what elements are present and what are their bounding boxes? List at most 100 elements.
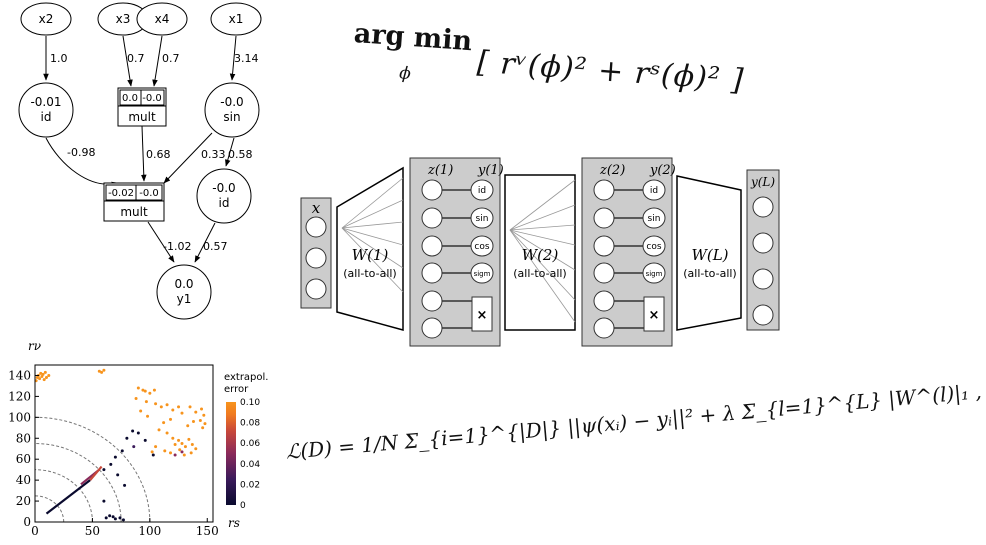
data-point [182, 453, 186, 457]
node-value: -0.01 [30, 95, 61, 109]
data-point [136, 431, 140, 435]
data-point [113, 517, 117, 521]
node-label: mult [128, 110, 156, 124]
output-neuron [752, 268, 774, 290]
output-neuron [752, 304, 774, 326]
y-tick-label: 0 [23, 515, 31, 529]
data-point [180, 411, 184, 415]
y-tick-label: 100 [8, 410, 31, 424]
colorbar-title: error [224, 384, 249, 395]
data-point [191, 420, 195, 424]
connection-line [509, 229, 576, 301]
z-label: z(2) [599, 163, 625, 178]
node-y1 [156, 264, 212, 320]
reference-arc [34, 495, 65, 523]
y-tick-label: 40 [16, 473, 31, 487]
colorbar-tick-label: 0.06 [240, 439, 260, 449]
unit-label: id [478, 186, 486, 196]
data-point [47, 373, 51, 377]
unit-sigm [642, 262, 666, 284]
colorbar-tick-label: 0.10 [240, 398, 260, 408]
y-tick-label: 60 [16, 452, 31, 466]
plot-frame [34, 364, 214, 523]
weight-label: 0.68 [146, 148, 171, 161]
data-point [38, 377, 42, 381]
data-point [152, 388, 156, 392]
data-point [102, 368, 106, 372]
node-value: -0.0 [139, 188, 159, 199]
weight-label: 0.7 [162, 52, 180, 65]
data-point [150, 450, 154, 454]
node-label: mult [120, 205, 148, 219]
edge-x4-mult [152, 35, 163, 87]
unit-label: id [650, 186, 658, 196]
connection-line [509, 179, 576, 231]
unit-label: sigm [646, 270, 663, 278]
data-point [154, 402, 158, 406]
unit-sin [642, 207, 666, 229]
data-point [148, 391, 152, 395]
data-point [171, 408, 175, 412]
colorbar-tick-label: 0.02 [240, 480, 260, 490]
z-neuron [421, 290, 443, 312]
data-point [201, 426, 205, 430]
connection-line [341, 177, 404, 229]
colorbar-tick-label: 0.08 [240, 419, 260, 429]
data-point [189, 451, 193, 455]
x-tick-label: 50 [85, 524, 100, 538]
connection-line [509, 224, 576, 231]
argmin-sub: ϕ [398, 63, 412, 85]
mult-symbol: × [477, 308, 488, 323]
data-point [43, 370, 47, 374]
input-label: x [312, 199, 321, 217]
node-value: 0.0 [122, 93, 138, 104]
edge-mult2-y1 [147, 221, 175, 263]
reference-arc [34, 443, 122, 523]
data-point [143, 438, 147, 442]
node-x2 [20, 2, 72, 36]
node-label: id [219, 196, 230, 210]
data-point [159, 405, 163, 409]
network-diagram: x W(1) (all-to-all) z(1) y(1) idsincossi… [300, 157, 780, 347]
z-neuron [593, 179, 615, 201]
mult-unit [471, 296, 493, 332]
data-point [139, 409, 143, 413]
data-point [146, 414, 150, 418]
data-segment [89, 465, 103, 481]
connection-line [341, 227, 404, 269]
data-point [97, 369, 101, 373]
data-segment [45, 479, 91, 515]
data-point [109, 462, 113, 466]
data-point [151, 453, 155, 457]
data-point [118, 516, 122, 520]
z-label: z(1) [427, 163, 453, 178]
node-label: y1 [177, 292, 192, 306]
unit-cos [470, 235, 494, 257]
edge-x1-sin [229, 35, 237, 81]
weight-label: 1.0 [50, 52, 68, 65]
unit-label: sigm [474, 270, 491, 278]
edge-x3-mult [122, 35, 133, 87]
x-axis-label: rs [228, 516, 240, 530]
y-tick-label: 140 [8, 368, 31, 382]
weight-label: 0.57 [203, 240, 228, 253]
z-neuron [421, 207, 443, 229]
figure: 1.0 0.7 0.7 3.14 -0.98 0.68 0.33 0.58 -1… [8, 2, 780, 538]
input-neuron [305, 247, 327, 269]
data-point [203, 422, 207, 426]
data-point [143, 389, 147, 393]
data-point [102, 468, 106, 472]
weight-symbol: W(1) [352, 246, 389, 264]
x-tick-label: 0 [31, 524, 39, 538]
data-point [141, 388, 145, 392]
connection-line [341, 221, 404, 229]
weight-label: 0.58 [228, 148, 253, 161]
unit-label: sin [476, 214, 489, 224]
data-point [183, 445, 187, 449]
data-point [125, 436, 129, 440]
connection-line [509, 204, 576, 231]
y-label: y(1) [477, 163, 504, 178]
data-point [131, 429, 135, 433]
argmin-body: [ rᵛ(ϕ)² + rˢ(ϕ)² ] [475, 44, 746, 99]
